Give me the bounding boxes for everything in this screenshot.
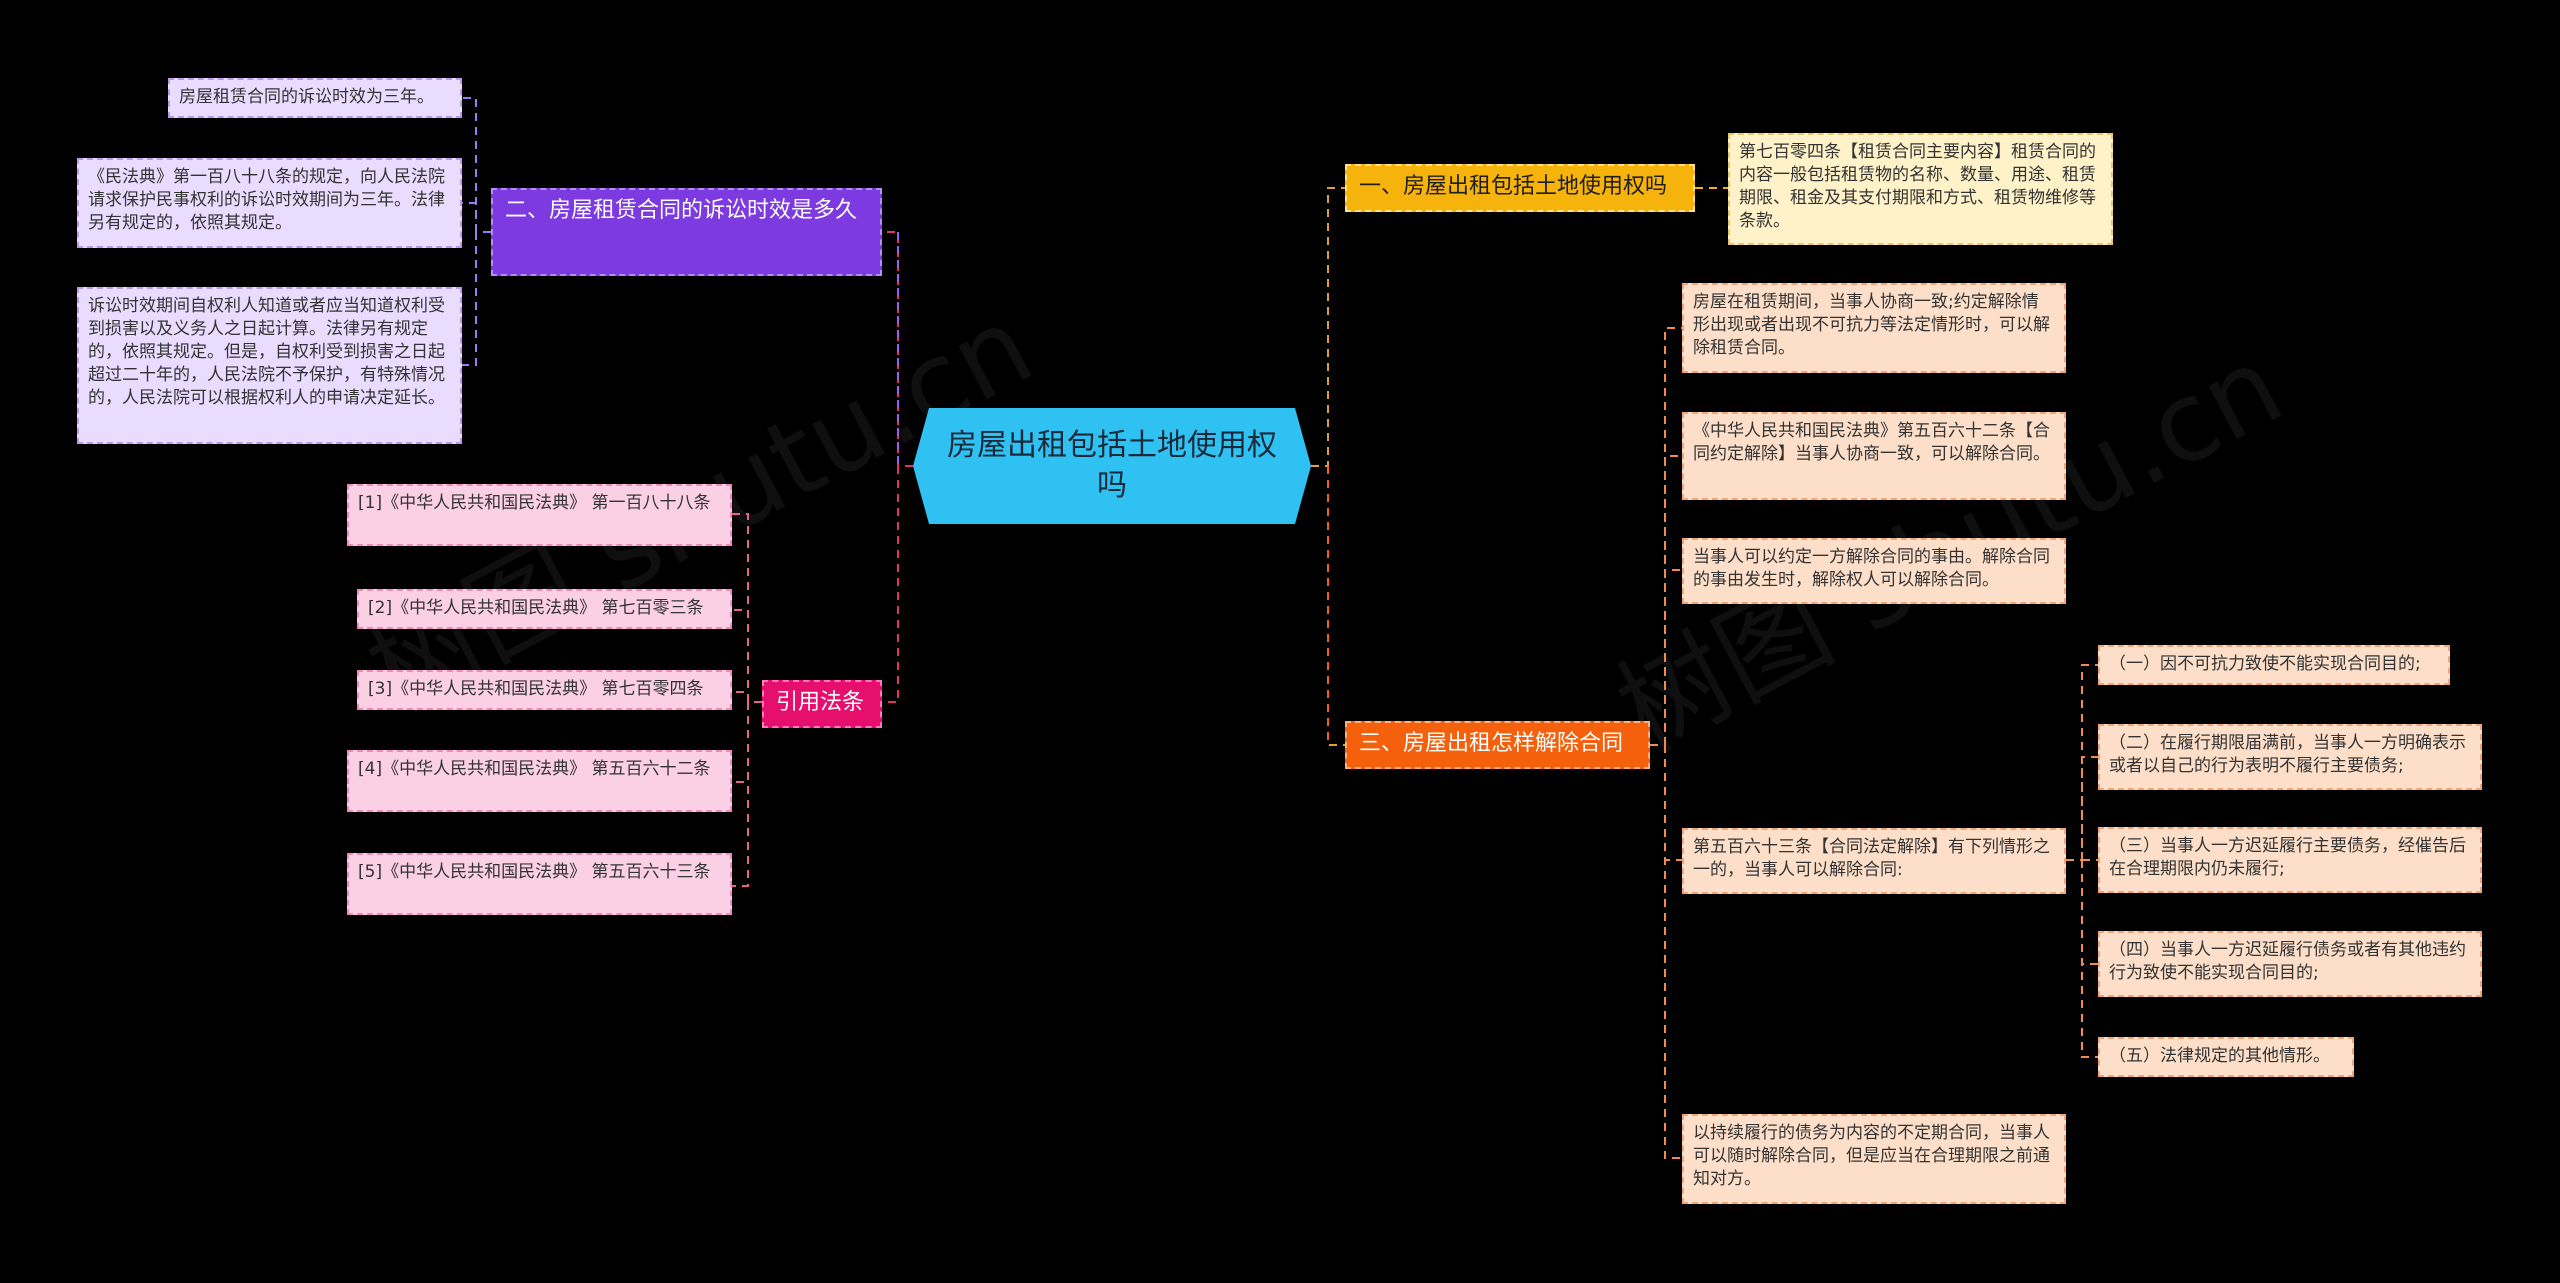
citation-3-text: [3]《中华人民共和国民法典》 第七百零四条	[368, 679, 704, 699]
leaf-article-563[interactable]: 第五百六十三条【合同法定解除】有下列情形之一的，当事人可以解除合同:	[1682, 828, 2066, 894]
subitem-563-3-text: （三）当事人一方迟延履行主要债务，经催告后在合理期限内仍未履行;	[2109, 836, 2466, 879]
leaf-article-704[interactable]: 第七百零四条【租赁合同主要内容】租赁合同的内容一般包括租赁物的名称、数量、用途、…	[1728, 133, 2113, 245]
citation-2[interactable]: [2]《中华人民共和国民法典》 第七百零三条	[357, 589, 732, 629]
branch-citations-label: 引用法条	[776, 690, 865, 715]
leaf-terminate-2[interactable]: 《中华人民共和国民法典》第五百六十二条【合同约定解除】当事人协商一致，可以解除合…	[1682, 412, 2066, 500]
branch-terminate-label: 三、房屋出租怎样解除合同	[1359, 731, 1624, 756]
citation-1[interactable]: [1]《中华人民共和国民法典》 第一百八十八条	[347, 484, 732, 546]
central-topic-label: 房屋出租包括土地使用权吗	[947, 428, 1277, 503]
leaf-statute-3-text: 诉讼时效期间自权利人知道或者应当知道权利受到损害以及义务人之日起计算。法律另有规…	[88, 296, 445, 408]
subitem-563-5-text: （五）法律规定的其他情形。	[2109, 1046, 2330, 1066]
leaf-terminate-5-text: 以持续履行的债务为内容的不定期合同，当事人可以随时解除合同，但是应当在合理期限之…	[1693, 1123, 2050, 1189]
citation-5-text: [5]《中华人民共和国民法典》 第五百六十三条	[358, 862, 711, 882]
branch-statute-label: 二、房屋租赁合同的诉讼时效是多久	[505, 198, 858, 223]
leaf-article-704-text: 第七百零四条【租赁合同主要内容】租赁合同的内容一般包括租赁物的名称、数量、用途、…	[1739, 142, 2096, 231]
citation-2-text: [2]《中华人民共和国民法典》 第七百零三条	[368, 598, 704, 618]
subitem-563-3[interactable]: （三）当事人一方迟延履行主要债务，经催告后在合理期限内仍未履行;	[2098, 827, 2482, 893]
leaf-statute-1[interactable]: 房屋租赁合同的诉讼时效为三年。	[168, 78, 462, 118]
leaf-terminate-1[interactable]: 房屋在租赁期间，当事人协商一致;约定解除情形出现或者出现不可抗力等法定情形时，可…	[1682, 283, 2066, 373]
subitem-563-4-text: （四）当事人一方迟延履行债务或者有其他违约行为致使不能实现合同目的;	[2109, 940, 2466, 983]
subitem-563-1[interactable]: （一）因不可抗力致使不能实现合同目的;	[2098, 645, 2450, 685]
central-topic[interactable]: 房屋出租包括土地使用权吗	[913, 408, 1311, 524]
branch-land-use-label: 一、房屋出租包括土地使用权吗	[1359, 174, 1668, 199]
link-563-subitems	[2066, 664, 2098, 1058]
citation-1-text: [1]《中华人民共和国民法典》 第一百八十八条	[358, 493, 711, 513]
link-terminate-children	[1650, 327, 1682, 1159]
subitem-563-1-text: （一）因不可抗力致使不能实现合同目的;	[2109, 654, 2421, 674]
citation-5[interactable]: [5]《中华人民共和国民法典》 第五百六十三条	[347, 853, 732, 915]
leaf-terminate-3[interactable]: 当事人可以约定一方解除合同的事由。解除合同的事由发生时，解除权人可以解除合同。	[1682, 538, 2066, 604]
subitem-563-4[interactable]: （四）当事人一方迟延履行债务或者有其他违约行为致使不能实现合同目的;	[2098, 931, 2482, 997]
leaf-terminate-3-text: 当事人可以约定一方解除合同的事由。解除合同的事由发生时，解除权人可以解除合同。	[1693, 547, 2050, 590]
subitem-563-5[interactable]: （五）法律规定的其他情形。	[2098, 1037, 2354, 1077]
leaf-terminate-5[interactable]: 以持续履行的债务为内容的不定期合同，当事人可以随时解除合同，但是应当在合理期限之…	[1682, 1114, 2066, 1204]
link-statute-children	[462, 97, 491, 366]
link-center-right-spine	[1311, 187, 1345, 746]
branch-citations[interactable]: 引用法条	[762, 680, 882, 728]
leaf-statute-3[interactable]: 诉讼时效期间自权利人知道或者应当知道权利受到损害以及义务人之日起计算。法律另有规…	[77, 287, 462, 444]
link-citation-children	[732, 513, 762, 887]
citation-3[interactable]: [3]《中华人民共和国民法典》 第七百零四条	[357, 670, 732, 710]
citation-4-text: [4]《中华人民共和国民法典》 第五百六十二条	[358, 759, 711, 779]
leaf-article-563-text: 第五百六十三条【合同法定解除】有下列情形之一的，当事人可以解除合同:	[1693, 837, 2050, 880]
leaf-terminate-2-text: 《中华人民共和国民法典》第五百六十二条【合同约定解除】当事人协商一致，可以解除合…	[1693, 421, 2050, 464]
branch-terminate-contract[interactable]: 三、房屋出租怎样解除合同	[1345, 721, 1650, 769]
subitem-563-2-text: （二）在履行期限届满前，当事人一方明确表示或者以自己的行为表明不履行主要债务;	[2109, 733, 2466, 776]
leaf-statute-2[interactable]: 《民法典》第一百八十八条的规定，向人民法院请求保护民事权利的诉讼时效期间为三年。…	[77, 158, 462, 248]
leaf-terminate-1-text: 房屋在租赁期间，当事人协商一致;约定解除情形出现或者出现不可抗力等法定情形时，可…	[1693, 292, 2050, 358]
branch-statute-of-limitations[interactable]: 二、房屋租赁合同的诉讼时效是多久	[491, 188, 882, 276]
citation-4[interactable]: [4]《中华人民共和国民法典》 第五百六十二条	[347, 750, 732, 812]
leaf-statute-2-text: 《民法典》第一百八十八条的规定，向人民法院请求保护民事权利的诉讼时效期间为三年。…	[88, 167, 445, 233]
branch-land-use[interactable]: 一、房屋出租包括土地使用权吗	[1345, 164, 1695, 212]
leaf-statute-1-text: 房屋租赁合同的诉讼时效为三年。	[179, 87, 434, 107]
subitem-563-2[interactable]: （二）在履行期限届满前，当事人一方明确表示或者以自己的行为表明不履行主要债务;	[2098, 724, 2482, 790]
